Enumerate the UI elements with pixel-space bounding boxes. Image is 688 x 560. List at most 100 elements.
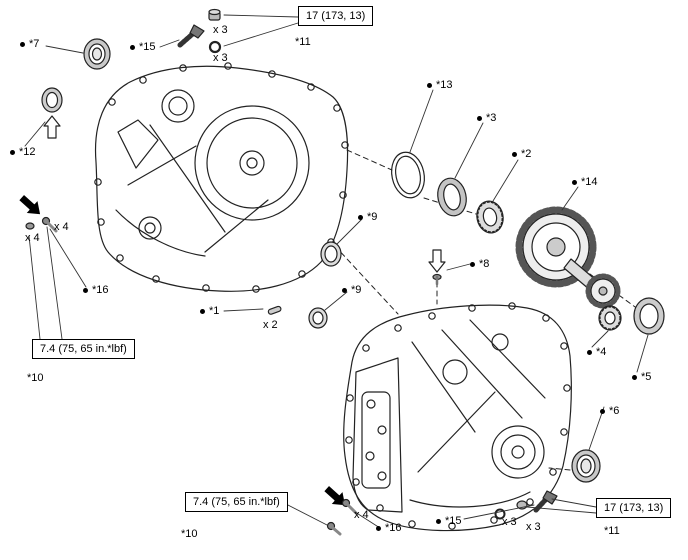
callout-star9-upper: *9 bbox=[358, 211, 377, 223]
bolt-16-bottom bbox=[341, 498, 358, 515]
bolt-spec-text: 17 (173, 13) bbox=[306, 10, 366, 22]
callout-label: *1 bbox=[209, 305, 220, 317]
bullet-icon bbox=[358, 214, 363, 220]
callout-label: *9 bbox=[367, 211, 378, 223]
qty-x3-bottom-oring: x 3 bbox=[502, 516, 517, 528]
callout-label: *12 bbox=[19, 146, 36, 158]
bullet-icon bbox=[342, 287, 347, 293]
bullet-icon bbox=[512, 151, 517, 157]
callout-star8: *8 bbox=[470, 258, 489, 270]
callout-label: *8 bbox=[479, 258, 490, 270]
qty-label: x 3 bbox=[213, 24, 228, 36]
callout-star13: *13 bbox=[427, 79, 453, 91]
black-arrow-icon bbox=[18, 193, 42, 216]
ring-12 bbox=[41, 87, 63, 113]
callout-star15-top: *15 bbox=[130, 41, 156, 53]
callout-star6: *6 bbox=[600, 405, 619, 417]
callout-label: *16 bbox=[92, 284, 109, 296]
torque-spec-text: 7.4 (75, 65 in.*lbf) bbox=[40, 343, 127, 355]
callout-label: *15 bbox=[445, 515, 462, 527]
torque-spec-text: 7.4 (75, 65 in.*lbf) bbox=[193, 496, 280, 508]
bullet-icon bbox=[436, 518, 441, 524]
arrow-down-icon bbox=[428, 249, 446, 273]
oil-seal-7 bbox=[83, 38, 111, 70]
qty-x2-pin: x 2 bbox=[263, 319, 278, 331]
callout-label: *5 bbox=[641, 371, 652, 383]
bolt-spec-box-top: 17 (173, 13) bbox=[298, 6, 374, 26]
bullet-icon bbox=[587, 349, 592, 355]
qty-label: x 3 bbox=[502, 516, 517, 528]
callout-label: *4 bbox=[596, 346, 607, 358]
callout-label: *2 bbox=[521, 148, 532, 160]
callout-label: *6 bbox=[609, 405, 620, 417]
bullet-icon bbox=[470, 261, 475, 267]
bearing-2 bbox=[476, 200, 504, 234]
callout-star12: *12 bbox=[10, 146, 36, 158]
qty-label: x 4 bbox=[25, 232, 40, 244]
bullet-icon bbox=[427, 82, 432, 88]
transaxle-housing-front bbox=[94, 62, 349, 293]
callout-label: *9 bbox=[351, 284, 362, 296]
qty-label: x 3 bbox=[526, 521, 541, 533]
leader-lines bbox=[24, 14, 649, 529]
callout-star15-bottom: *15 bbox=[436, 515, 462, 527]
bullet-icon bbox=[20, 41, 25, 47]
callout-star4: *4 bbox=[587, 346, 606, 358]
bullet-icon bbox=[572, 179, 577, 185]
plug-9b bbox=[308, 307, 328, 329]
qty-x3-bottom-bolt: x 3 bbox=[526, 521, 541, 533]
bullet-icon bbox=[10, 149, 15, 155]
arrow-up-icon bbox=[43, 115, 61, 139]
callout-star5: *5 bbox=[632, 371, 651, 383]
counter-gear-14 bbox=[515, 206, 621, 309]
callout-star3: *3 bbox=[477, 112, 496, 124]
bullet-icon bbox=[632, 374, 637, 380]
callout-star11-top: *11 bbox=[295, 36, 311, 48]
callout-star10-left: *10 bbox=[27, 372, 44, 384]
o-ring-bottom bbox=[494, 508, 506, 520]
callout-star2: *2 bbox=[512, 148, 531, 160]
callout-label: *10 bbox=[27, 372, 44, 384]
qty-label: x 4 bbox=[54, 221, 69, 233]
callout-label: *7 bbox=[29, 38, 40, 50]
callout-label: *3 bbox=[486, 112, 497, 124]
callout-label: *10 bbox=[181, 528, 198, 540]
ring-13 bbox=[391, 151, 425, 199]
torque-spec-box-bottom: 7.4 (75, 65 in.*lbf) bbox=[185, 492, 288, 512]
callout-label: *15 bbox=[139, 41, 156, 53]
callout-label: *16 bbox=[385, 522, 402, 534]
qty-label: x 2 bbox=[263, 319, 278, 331]
bolt-15-top bbox=[177, 24, 205, 48]
callout-star1: *1 bbox=[200, 305, 219, 317]
callout-star16-left: *16 bbox=[83, 284, 109, 296]
plug-x4-left bbox=[25, 222, 35, 230]
pin-1 bbox=[267, 305, 282, 315]
torque-spec-box-left: 7.4 (75, 65 in.*lbf) bbox=[32, 339, 135, 359]
callout-star10-bottom: *10 bbox=[181, 528, 198, 540]
o-ring-9a bbox=[320, 241, 342, 267]
ring-5 bbox=[633, 297, 665, 335]
callout-star9-lower: *9 bbox=[342, 284, 361, 296]
callout-star7: *7 bbox=[20, 38, 39, 50]
bolt-spec-text: 17 (173, 13) bbox=[604, 502, 664, 514]
transaxle-housing-rear bbox=[343, 302, 572, 532]
qty-x4-bottom-bolt: x 4 bbox=[354, 509, 369, 521]
black-arrow-icon bbox=[323, 484, 347, 507]
callout-label: *11 bbox=[295, 36, 311, 48]
callout-label: *11 bbox=[604, 525, 620, 537]
qty-x3-top-oring: x 3 bbox=[213, 52, 228, 64]
bearing-race-3 bbox=[437, 177, 467, 217]
o-ring-top bbox=[208, 40, 222, 54]
bullet-icon bbox=[477, 115, 482, 121]
bullet-icon bbox=[130, 44, 135, 50]
bullet-icon bbox=[200, 308, 205, 314]
qty-label: x 3 bbox=[213, 52, 228, 64]
callout-star11-bottom: *11 bbox=[604, 525, 620, 537]
bullet-icon bbox=[600, 408, 605, 414]
bolt-16-left bbox=[41, 216, 58, 233]
bullet-icon bbox=[376, 525, 381, 531]
oil-seal-6 bbox=[571, 449, 601, 483]
plug-top bbox=[208, 8, 221, 21]
